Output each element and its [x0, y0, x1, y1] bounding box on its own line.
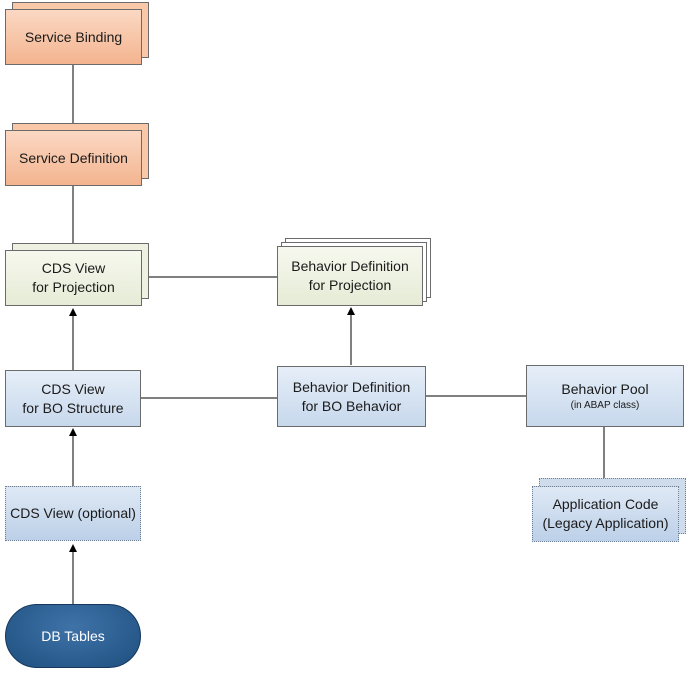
service-definition-label: Service Definition	[19, 149, 128, 166]
cds-bo-structure-line1: CDS View	[41, 380, 105, 397]
behavior-pool-sub: (in ABAP class)	[570, 399, 640, 411]
behavior-projection-box[interactable]: Behavior Definition for Projection	[277, 246, 423, 306]
db-tables-label: DB Tables	[41, 628, 105, 644]
service-binding-label: Service Binding	[24, 28, 123, 45]
behavior-bo-line1: Behavior Definition	[292, 378, 411, 395]
cds-projection-line1: CDS View	[41, 260, 106, 276]
cds-bo-structure-box[interactable]: CDS View for BO Structure	[5, 370, 141, 427]
application-code-line1: Application Code	[552, 496, 659, 512]
behavior-pool-line1: Behavior Pool	[561, 380, 649, 397]
application-code-line2: (Legacy Application)	[542, 515, 669, 531]
behavior-pool-box[interactable]: Behavior Pool (in ABAP class)	[526, 365, 684, 427]
application-code-box[interactable]: Application Code (Legacy Application)	[532, 486, 679, 542]
cds-projection-box[interactable]: CDS View for Projection	[5, 250, 142, 306]
service-binding-box[interactable]: Service Binding	[5, 9, 142, 65]
service-definition-box[interactable]: Service Definition	[5, 130, 142, 186]
behavior-projection-line2: for Projection	[308, 277, 392, 293]
db-tables-node[interactable]: DB Tables	[5, 604, 141, 668]
cds-bo-structure-line2: for BO Structure	[22, 399, 124, 416]
cds-projection-line2: for Projection	[32, 279, 115, 295]
cds-optional-label: CDS View (optional)	[10, 505, 136, 521]
behavior-bo-line2: for BO Behavior	[301, 397, 402, 414]
behavior-bo-box[interactable]: Behavior Definition for BO Behavior	[277, 366, 426, 427]
cds-optional-box[interactable]: CDS View (optional)	[5, 486, 141, 541]
behavior-projection-line1: Behavior Definition	[291, 258, 409, 274]
